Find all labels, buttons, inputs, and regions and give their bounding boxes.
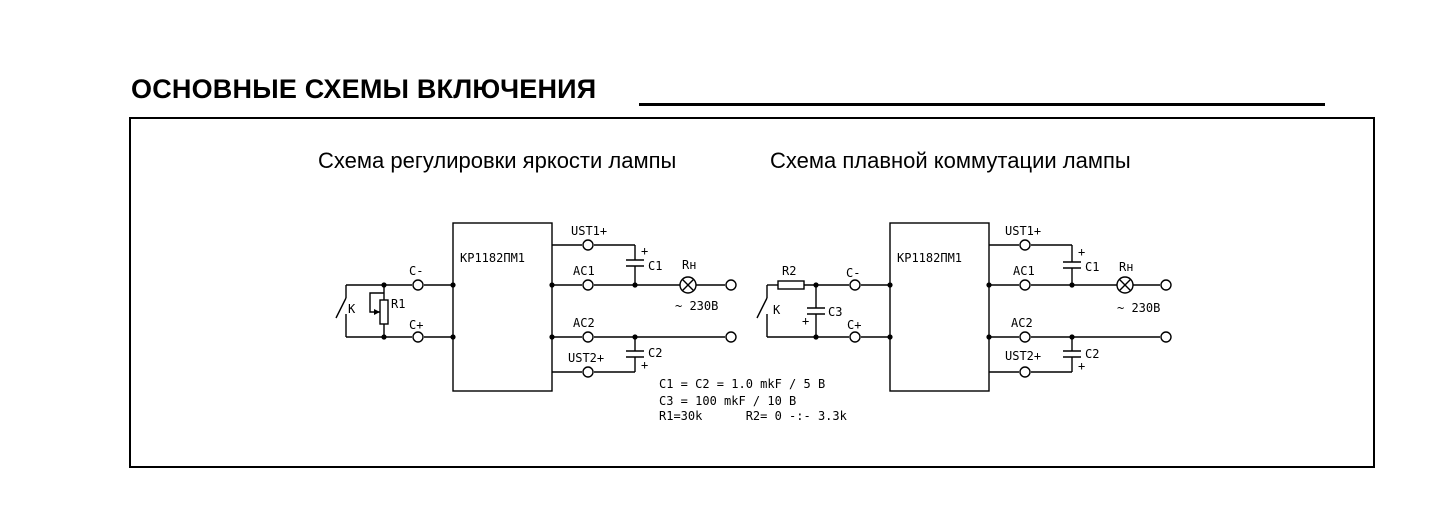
left-potentiometer-wiper (369, 292, 384, 313)
left-ust1-terminal (582, 239, 594, 251)
left-chip-label: КР1182ПМ1 (460, 251, 525, 265)
right-switch-label: K (773, 303, 781, 317)
left-c1-label: C1 (648, 259, 662, 273)
right-ust1-label: UST1+ (1005, 224, 1041, 238)
right-ac2-terminal (1019, 331, 1031, 343)
left-circuit: КР1182ПМ1 C- C+ K R1 (335, 222, 737, 392)
notes-line-resistors: R1=30k R2= 0 -:- 3.3k (659, 409, 848, 423)
title-underline (639, 103, 1325, 106)
heading-soft-switching: Схема плавной коммутации лампы (770, 148, 1131, 173)
left-ust1-label: UST1+ (571, 224, 607, 238)
right-ac2-label: AC2 (1011, 316, 1033, 330)
right-input-network: R2 C- C+ K C3 + (756, 264, 893, 343)
right-c1-label: C1 (1085, 260, 1099, 274)
right-ust1-terminal (1019, 239, 1031, 251)
right-c-minus-terminal (849, 279, 861, 291)
right-chip-label: КР1182ПМ1 (897, 251, 962, 265)
left-ac2-terminal (582, 331, 594, 343)
right-c-minus-label: C- (846, 266, 860, 280)
left-c1-plus: + (641, 244, 648, 258)
left-r1-label: R1 (391, 297, 405, 311)
left-mains-terminal-bottom (725, 331, 737, 343)
left-ust2-terminal (582, 366, 594, 378)
left-mains-terminal-top (725, 279, 737, 291)
left-ac1-terminal (582, 279, 594, 291)
right-c-plus-terminal (849, 331, 861, 343)
left-chip-body (452, 222, 553, 392)
left-voltage-label: ~ 230В (675, 299, 718, 313)
left-c-plus-label: C+ (409, 318, 423, 332)
right-mains-terminal-top (1160, 279, 1172, 291)
right-chip-body (889, 222, 990, 392)
right-c-plus-label: C+ (847, 318, 861, 332)
right-voltage-label: ~ 230В (1117, 301, 1160, 315)
left-input-network: C- C+ K R1 (335, 264, 456, 343)
left-load-label: Rн (682, 258, 696, 272)
left-c2-label: C2 (648, 346, 662, 360)
diagram-frame (129, 117, 1375, 468)
right-resistor-r2 (777, 280, 805, 290)
left-ust2-label: UST2+ (568, 351, 604, 365)
right-c2-plus: + (1078, 359, 1085, 373)
right-ust2-label: UST2+ (1005, 349, 1041, 363)
left-ac1-label: AC1 (573, 264, 595, 278)
left-switch-k (335, 297, 347, 319)
right-ac1-terminal (1019, 279, 1031, 291)
right-c2-label: C2 (1085, 347, 1099, 361)
heading-brightness-control: Схема регулировки яркости лампы (318, 148, 677, 173)
right-c1-plus: + (1078, 245, 1085, 259)
left-output-network: UST1+ AC1 C1 + Rн ~ 230В AC (549, 224, 737, 378)
left-potentiometer-r1 (379, 299, 389, 325)
right-c3-label: C3 (828, 305, 842, 319)
notes-line-capacitors: C1 = C2 = 1.0 mkF / 5 B (659, 377, 825, 391)
left-c-minus-terminal (412, 279, 424, 291)
right-c3-plus: + (802, 314, 809, 328)
right-r2-label: R2 (782, 264, 796, 278)
component-notes: C1 = C2 = 1.0 mkF / 5 B C3 = 100 mkF / 1… (659, 377, 848, 423)
left-switch-label: K (348, 302, 356, 316)
right-load-label: Rн (1119, 260, 1133, 274)
left-c-minus-label: C- (409, 264, 423, 278)
section-title: ОСНОВНЫЕ СХЕМЫ ВКЛЮЧЕНИЯ (131, 74, 597, 104)
left-c-plus-terminal (412, 331, 424, 343)
notes-line-c3: C3 = 100 mkF / 10 B (659, 394, 796, 408)
right-ust2-terminal (1019, 366, 1031, 378)
right-output-network: UST1+ AC1 C1 + Rн ~ 230В AC (986, 224, 1172, 378)
right-switch-k (756, 297, 768, 319)
right-mains-terminal-bottom (1160, 331, 1172, 343)
right-circuit: КР1182ПМ1 R2 C- C+ K C3 (756, 222, 1172, 392)
left-ac2-label: AC2 (573, 316, 595, 330)
left-c2-plus: + (641, 358, 648, 372)
right-ac1-label: AC1 (1013, 264, 1035, 278)
